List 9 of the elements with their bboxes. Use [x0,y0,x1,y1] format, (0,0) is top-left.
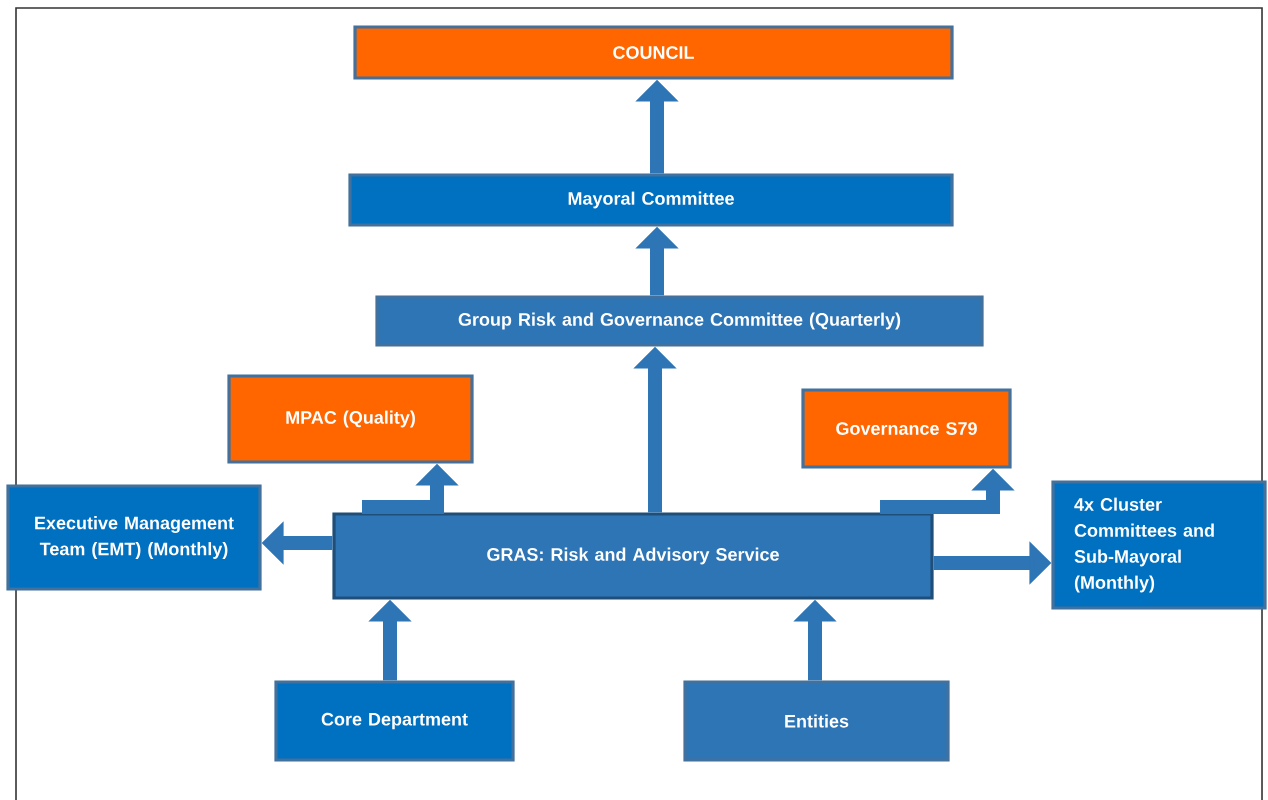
committee-box: Executive Management Team (EMT) (Monthly) [6,484,262,591]
committee-box: COUNCIL [353,25,954,80]
committee-box: 4x Cluster Committees and Sub-Mayoral (Monthly) [1051,480,1267,610]
committee-box: Entities [683,680,950,762]
committee-box: GRAS: Risk and Advisory Service [332,512,934,600]
committee-box: Governance S79 [801,388,1012,469]
committee-box: MPAC (Quality) [227,374,474,464]
committee-box: Core Department [274,680,515,762]
committee-box: Mayoral Committee [348,173,954,227]
